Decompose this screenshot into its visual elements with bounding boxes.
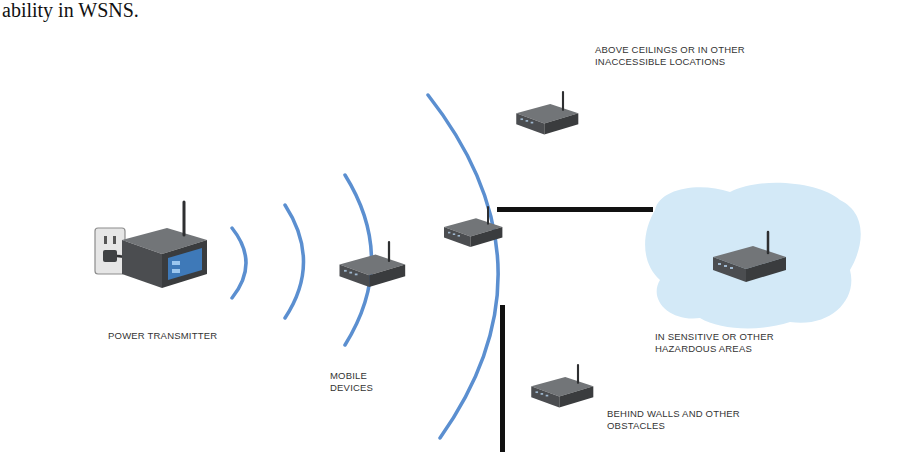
location-label: ABOVE CEILINGS OR IN OTHER INACCESSIBLE …: [595, 44, 795, 68]
hazard-area: [645, 183, 861, 329]
power-transmitter: [122, 202, 207, 288]
device-label: MOBILE DEVICES: [330, 370, 382, 394]
walled-device: [531, 365, 593, 408]
device-label: POWER TRANSMITTER: [108, 330, 268, 342]
heading-fragment: ability in WSNS.: [2, 0, 302, 22]
obstacle-wall: [500, 305, 505, 452]
location-label: IN SENSITIVE OR OTHER HAZARDOUS AREAS: [655, 331, 805, 355]
location-label: BEHIND WALLS AND OTHER OBSTACLES: [607, 408, 742, 432]
mobile-device: [340, 242, 406, 287]
ceiling-wall: [497, 207, 653, 212]
relay-device: [444, 207, 502, 247]
ceiling-device: [516, 92, 578, 135]
power-waves: [232, 95, 498, 438]
hazard-device: [713, 232, 786, 282]
